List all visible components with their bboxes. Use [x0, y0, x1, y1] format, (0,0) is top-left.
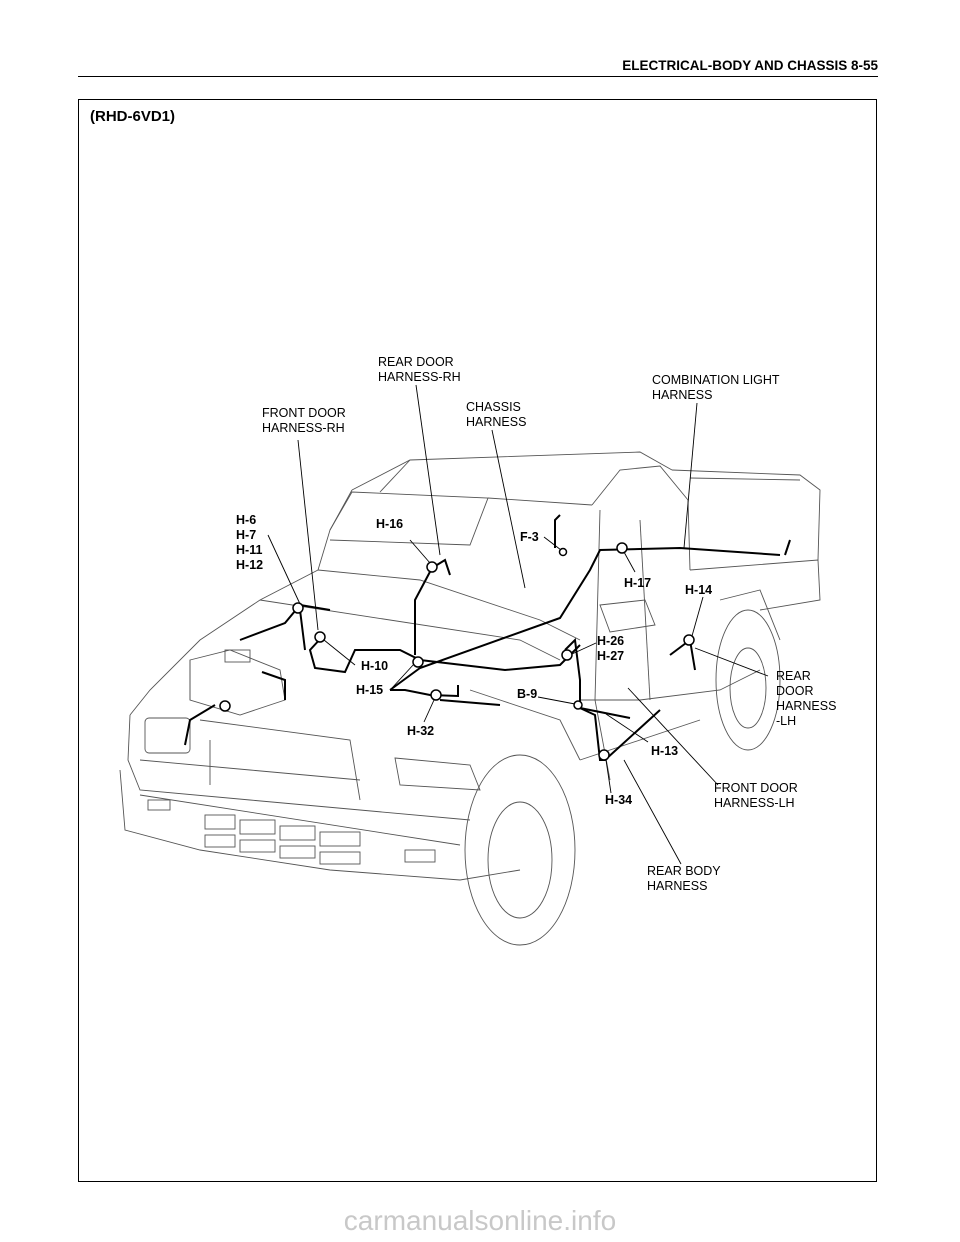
harness-label-front-door-rh: FRONT DOOR HARNESS-RH	[262, 406, 346, 435]
connector-h10	[314, 631, 326, 643]
harness-label-combination-light: COMBINATION LIGHT HARNESS	[652, 373, 780, 402]
diagram-frame	[78, 99, 877, 1182]
harness-label-rear-body: REAR BODY HARNESS	[647, 864, 721, 893]
label-h16: H-16	[376, 517, 403, 531]
harness-label-rear-door-rh: REAR DOOR HARNESS-RH	[378, 355, 461, 384]
label-front-door-rh-1: FRONT DOOR	[262, 406, 346, 420]
label-rear-door-lh-2: DOOR	[776, 684, 814, 698]
label-h17: H-17	[624, 576, 651, 590]
connector-battery	[219, 700, 231, 712]
harness-label-chassis: CHASSIS HARNESS	[466, 400, 526, 429]
label-b9: B-9	[517, 687, 537, 701]
label-h10: H-10	[361, 659, 388, 673]
connector-h17	[616, 542, 628, 554]
label-h27: H-27	[597, 649, 624, 663]
header-rule	[78, 76, 878, 77]
label-chassis-1: CHASSIS	[466, 400, 521, 414]
label-h6: H-6	[236, 513, 256, 527]
label-combination-light-1: COMBINATION LIGHT	[652, 373, 780, 387]
label-front-door-rh-2: HARNESS-RH	[262, 421, 345, 435]
connector-h32	[430, 689, 442, 701]
harness-wires	[184, 514, 791, 761]
label-chassis-2: HARNESS	[466, 415, 526, 429]
label-front-door-lh-2: HARNESS-LH	[714, 796, 795, 810]
variant-label: (RHD-6VD1)	[90, 108, 176, 125]
page-header: ELECTRICAL-BODY AND CHASSIS 8-55	[78, 56, 878, 77]
label-rear-body-1: REAR BODY	[647, 864, 721, 878]
connector-f3	[558, 547, 568, 557]
label-combination-light-2: HARNESS	[652, 388, 712, 402]
label-f3: F-3	[520, 530, 539, 544]
label-rear-body-2: HARNESS	[647, 879, 707, 893]
connector-label-group-h6: H-6 H-7 H-11 H-12	[236, 513, 263, 572]
truck-outline	[119, 451, 821, 946]
label-h34: H-34	[605, 793, 632, 807]
connector-b9	[573, 700, 583, 710]
connector-h26	[561, 649, 573, 661]
label-h14: H-14	[685, 583, 712, 597]
label-front-door-lh-1: FRONT DOOR	[714, 781, 798, 795]
connector-h15	[412, 656, 424, 668]
harness-label-front-door-lh: FRONT DOOR HARNESS-LH	[714, 781, 798, 810]
label-rear-door-rh-1: REAR DOOR	[378, 355, 454, 369]
label-h7: H-7	[236, 528, 256, 542]
leader-lines	[267, 384, 769, 865]
page-title: ELECTRICAL-BODY AND CHASSIS 8-55	[622, 58, 878, 73]
label-h13: H-13	[651, 744, 678, 758]
label-h32: H-32	[407, 724, 434, 738]
harness-label-rear-door-lh: REAR DOOR HARNESS -LH	[776, 669, 836, 728]
label-rear-door-lh-1: REAR	[776, 669, 811, 683]
connector-markers	[219, 542, 695, 761]
connector-h34	[598, 749, 610, 761]
connector-label-h26: H-26 H-27	[597, 634, 624, 663]
connector-h16	[426, 561, 438, 573]
label-rear-door-rh-2: HARNESS-RH	[378, 370, 461, 384]
label-h26: H-26	[597, 634, 624, 648]
connector-h6	[292, 602, 304, 614]
label-h12: H-12	[236, 558, 263, 572]
label-h11: H-11	[236, 543, 262, 557]
watermark: carmanualsonline.info	[343, 1205, 617, 1236]
label-rear-door-lh-3: HARNESS	[776, 699, 836, 713]
label-rear-door-lh-4: -LH	[776, 714, 796, 728]
label-h15: H-15	[356, 683, 383, 697]
connector-h14	[683, 634, 695, 646]
